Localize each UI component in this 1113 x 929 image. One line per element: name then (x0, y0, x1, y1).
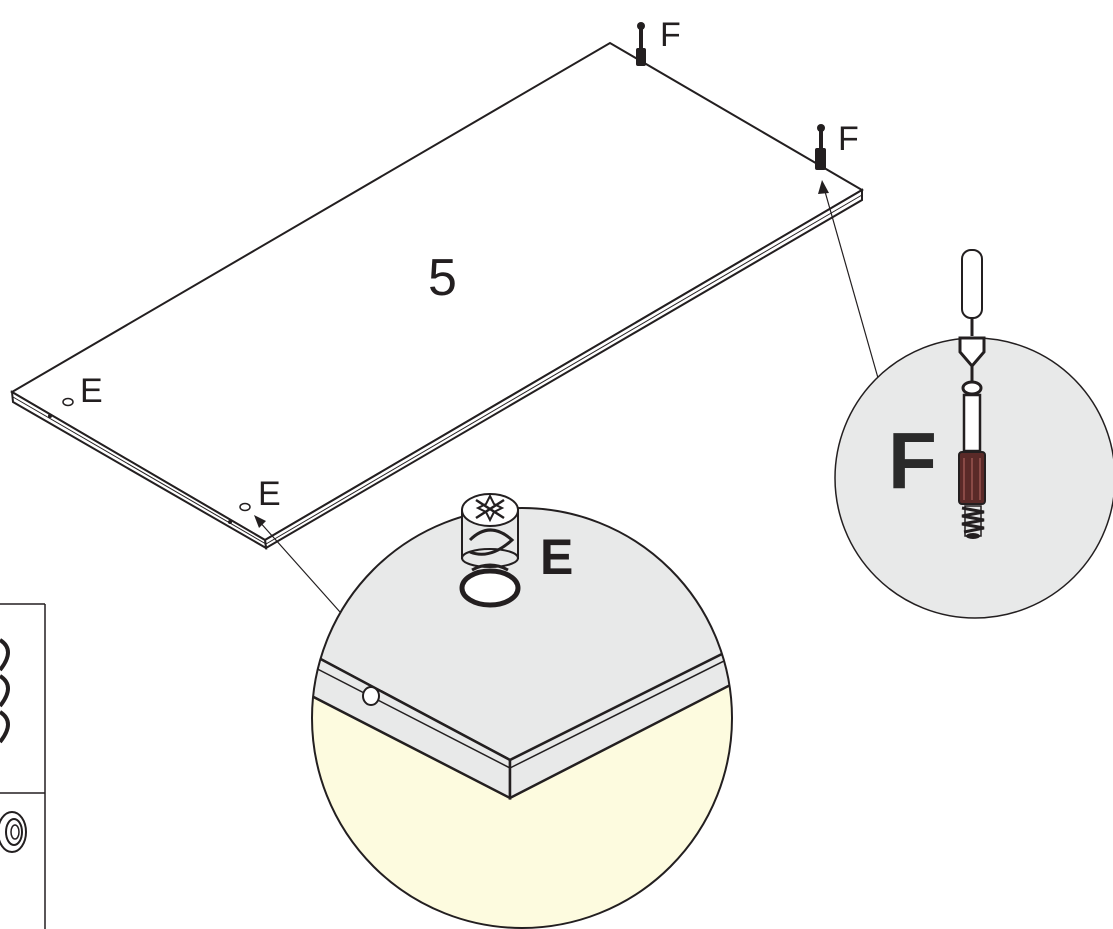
detail-label-e: E (540, 529, 573, 585)
dowel-screw-icon (958, 249, 986, 539)
panel-number: 5 (428, 249, 457, 307)
label-f-top-right: F (838, 120, 859, 158)
bolt-head-icon (0, 811, 27, 853)
label-e-bottom: E (258, 475, 281, 513)
dowel-f-top-left: F (636, 16, 681, 66)
detail-e-magnifier (311, 507, 733, 929)
label-e-left: E (80, 372, 103, 410)
cam-lock-stack-icon (0, 638, 10, 744)
leader-arrow-e (254, 515, 341, 613)
dowel-f-top-right: F (815, 120, 859, 170)
cam-hole-bottom (239, 502, 251, 512)
leader-arrow-f (818, 180, 879, 379)
label-f-top-left: F (660, 16, 681, 54)
parts-table-partial (0, 603, 46, 929)
cam-lock-icon (459, 493, 521, 608)
cam-hole-left (62, 397, 74, 407)
detail-label-f: F (888, 416, 937, 505)
panel-5: 5 (10, 41, 864, 550)
